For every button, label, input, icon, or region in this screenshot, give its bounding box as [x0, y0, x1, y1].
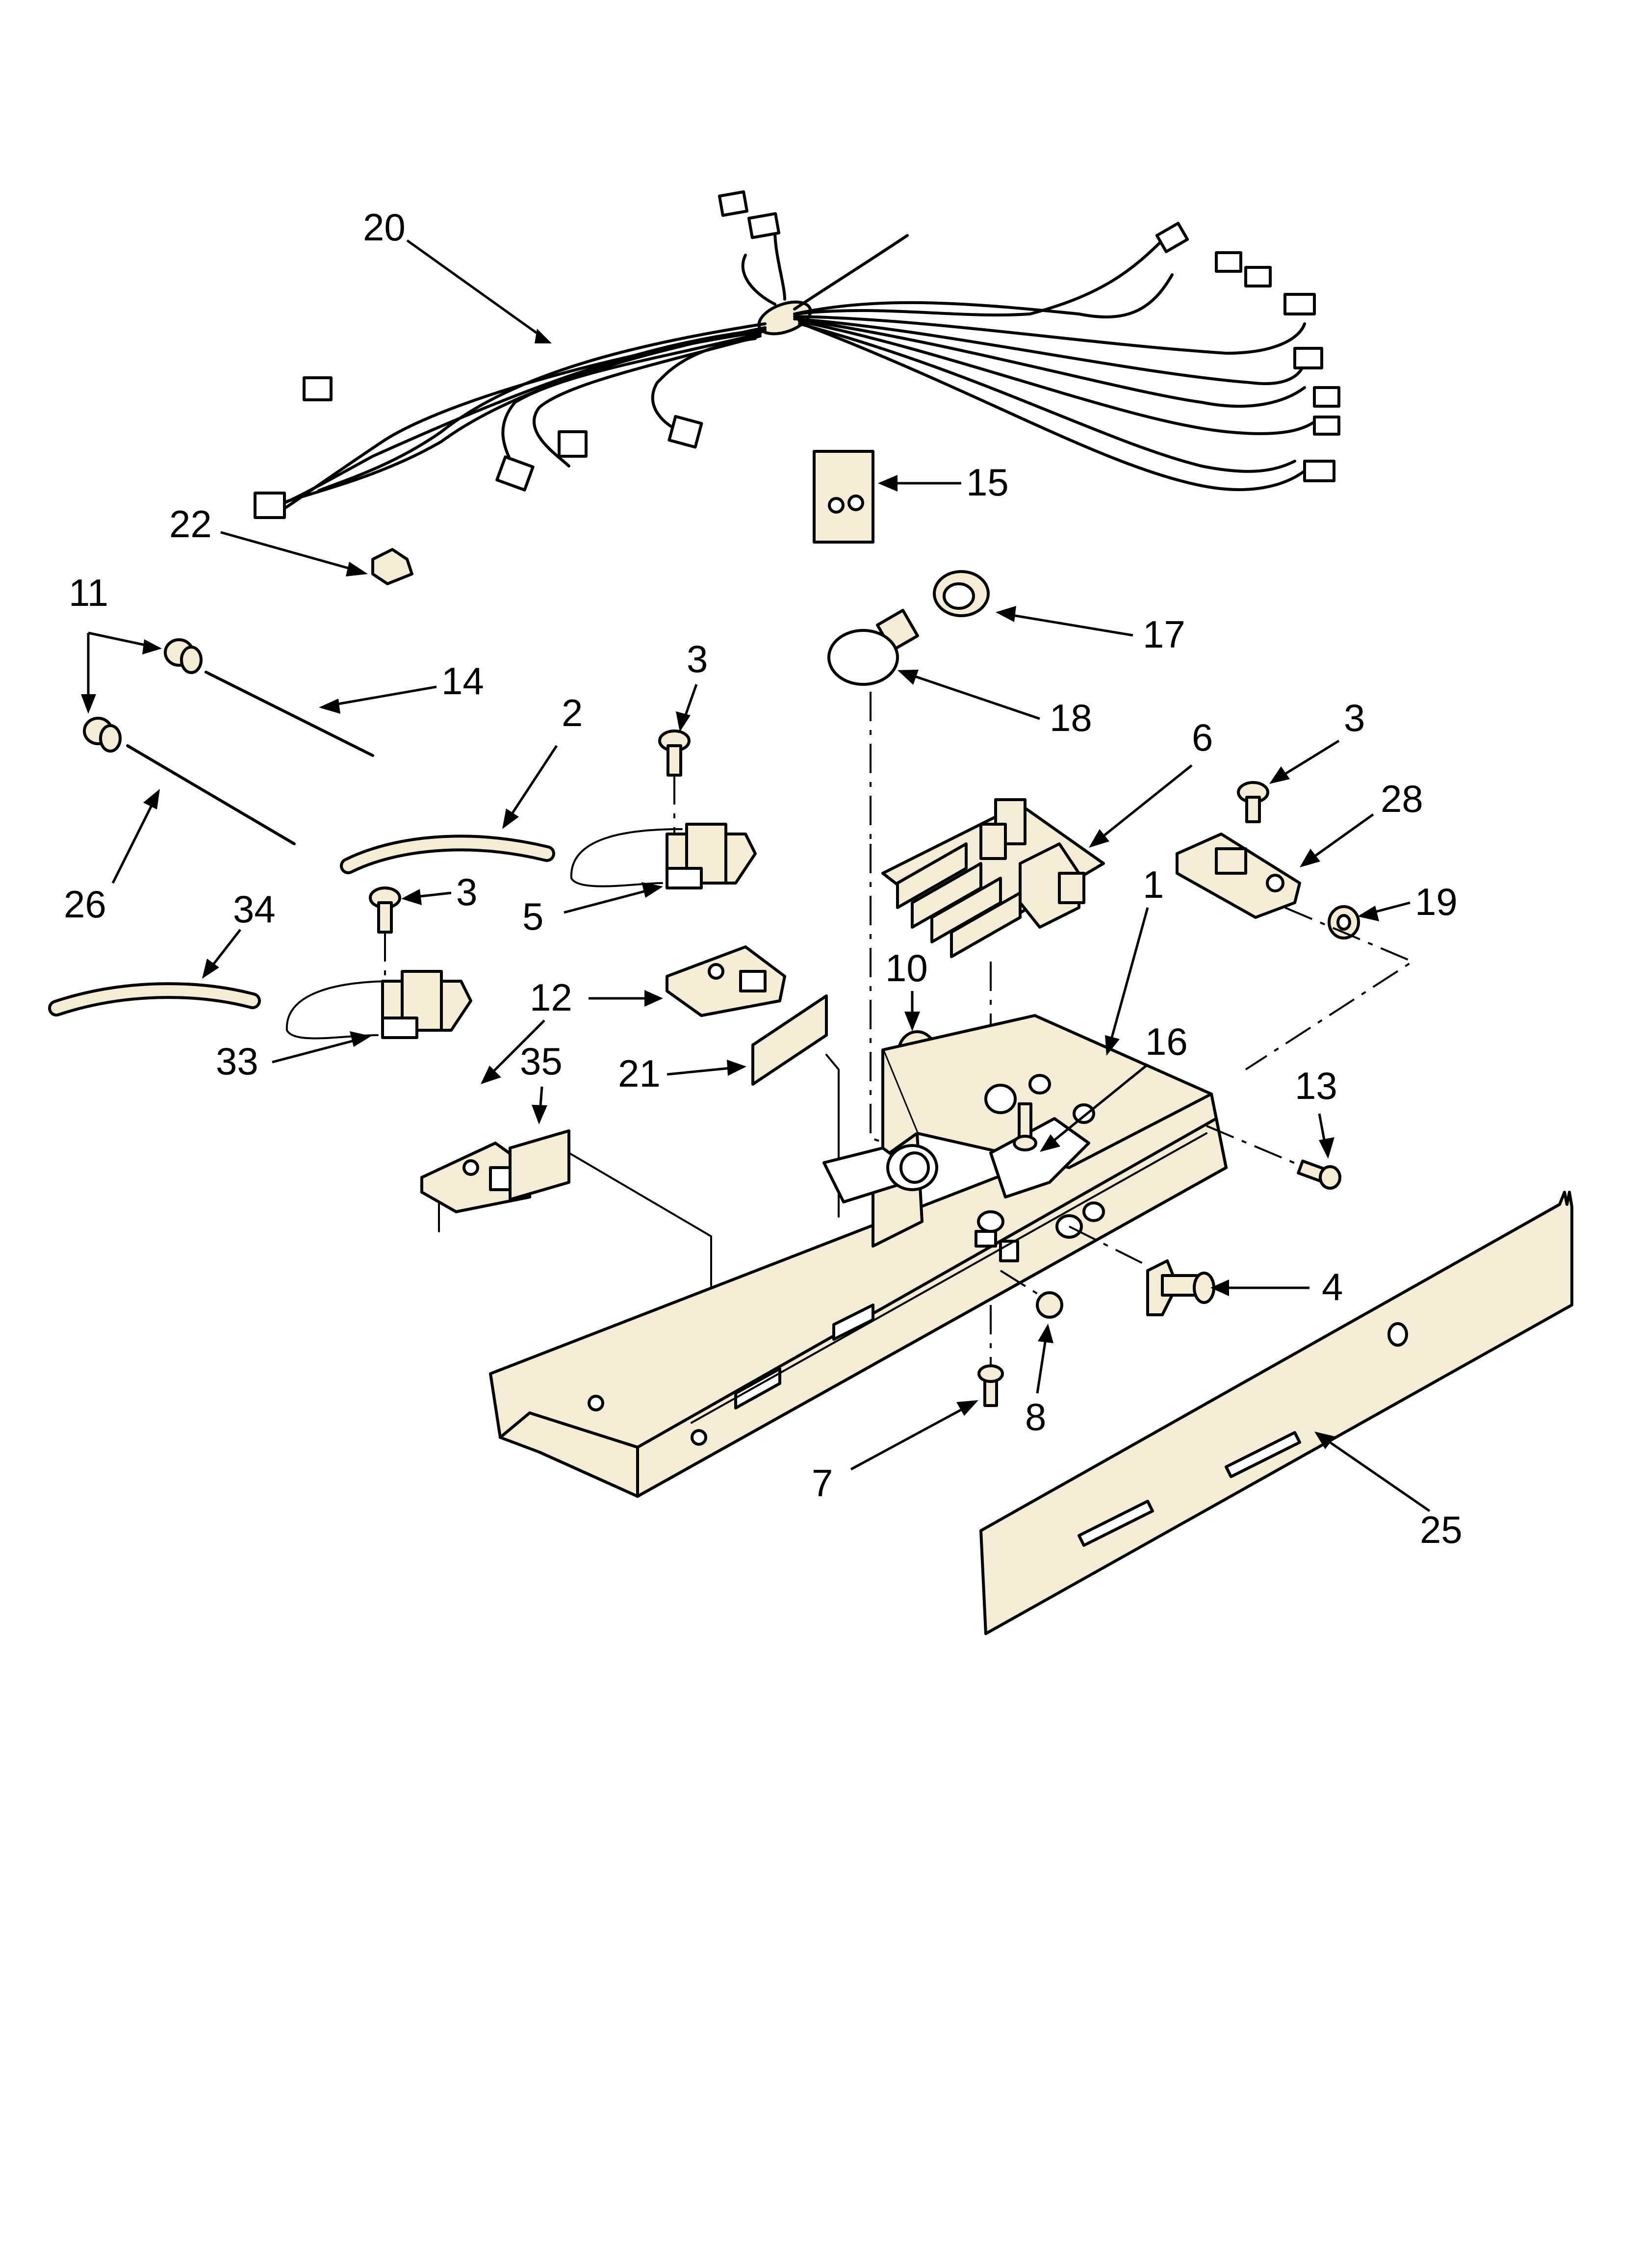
- button-8: [1000, 1270, 1063, 1319]
- callout-10: 10: [885, 946, 928, 1031]
- screw-3-right: [1237, 781, 1269, 823]
- callout-label: 1: [1143, 863, 1164, 906]
- callout-18: 18: [898, 670, 1092, 739]
- screw-3-upper: [658, 730, 691, 844]
- callout-5: 5: [522, 882, 663, 938]
- callout-15: 15: [878, 461, 1009, 504]
- control-knob-4: [1069, 1225, 1215, 1316]
- callout-label: 15: [966, 461, 1009, 504]
- callout-19: 19: [1358, 880, 1458, 923]
- callout-33: 33: [216, 1031, 371, 1083]
- callout-label: 26: [64, 883, 106, 926]
- screw-7: [977, 1305, 1004, 1407]
- callout-28: 28: [1300, 777, 1423, 867]
- callout-21: 21: [618, 1052, 746, 1095]
- callout-13: 13: [1295, 1064, 1337, 1159]
- callout-label: 16: [1145, 1020, 1188, 1063]
- callout-label: 20: [363, 206, 406, 249]
- callout-25: 25: [1314, 1432, 1462, 1551]
- callout-1: 1: [1105, 863, 1164, 1056]
- switch-33: [285, 970, 472, 1040]
- callout-label: 5: [522, 895, 543, 938]
- callout-3-top: 3: [676, 637, 708, 732]
- wire-clip: [371, 548, 413, 585]
- callout-label: 17: [1143, 613, 1185, 656]
- callout-label: 25: [1420, 1508, 1462, 1551]
- capillary-tube-lower: [83, 717, 296, 845]
- callout-14: 14: [319, 659, 484, 714]
- callout-label: 18: [1050, 696, 1092, 739]
- callout-label: 33: [216, 1040, 258, 1083]
- callout-3-right: 3: [1269, 696, 1365, 784]
- callout-label: 7: [812, 1461, 833, 1505]
- light-socket: [933, 570, 990, 617]
- trim-strip-25: [979, 1191, 1573, 1635]
- callout-7: 7: [812, 1400, 978, 1505]
- callout-8: 8: [1025, 1324, 1053, 1438]
- callout-26: 26: [64, 789, 160, 926]
- hose-2: [340, 834, 555, 874]
- callout-label: 8: [1025, 1395, 1046, 1438]
- callout-label: 22: [169, 502, 212, 546]
- switch-5: [570, 823, 757, 889]
- callout-16: 16: [1040, 1020, 1188, 1152]
- callout-label: 35: [520, 1040, 563, 1083]
- insulation-plate: [813, 450, 874, 544]
- callout-6: 6: [1089, 716, 1213, 848]
- callout-label: 10: [885, 946, 928, 990]
- callout-label: 14: [441, 659, 484, 703]
- screw-13: [1206, 1125, 1341, 1190]
- callout-label: 3: [456, 870, 477, 913]
- callout-3-left: 3: [401, 870, 477, 913]
- callout-label: 28: [1381, 777, 1423, 820]
- callout-11: 11: [69, 571, 162, 714]
- screw-16: [1013, 1102, 1037, 1151]
- callout-17: 17: [996, 606, 1185, 656]
- callout-label: 3: [687, 637, 708, 680]
- control-board: [881, 798, 1105, 958]
- light-bulb: [827, 609, 919, 686]
- callout-label: 13: [1295, 1064, 1337, 1107]
- sensor-board-28: [1176, 833, 1301, 919]
- callout-label: 21: [618, 1052, 661, 1095]
- wire-harness: [254, 190, 1340, 519]
- callout-label: 6: [1192, 716, 1213, 759]
- callout-2: 2: [502, 691, 583, 829]
- callout-label: 3: [1344, 696, 1365, 739]
- callout-label: 34: [233, 887, 276, 931]
- callout-12: 12: [481, 976, 663, 1084]
- capillary-tube-upper: [164, 638, 374, 757]
- callout-label: 19: [1415, 880, 1458, 923]
- control-housing: [489, 1014, 1228, 1498]
- callout-20: 20: [363, 206, 552, 343]
- callout-35: 35: [520, 1040, 563, 1124]
- label-21: [751, 994, 840, 1218]
- callout-label: 11: [69, 571, 108, 614]
- callout-4: 4: [1210, 1265, 1343, 1308]
- callout-label: 4: [1322, 1265, 1343, 1308]
- callout-label: 2: [562, 691, 583, 734]
- callout-22: 22: [169, 502, 368, 576]
- callout-label: 12: [530, 976, 572, 1019]
- callout-34: 34: [202, 887, 276, 979]
- bracket-12-right: [666, 945, 786, 1017]
- hose-34: [48, 982, 261, 1017]
